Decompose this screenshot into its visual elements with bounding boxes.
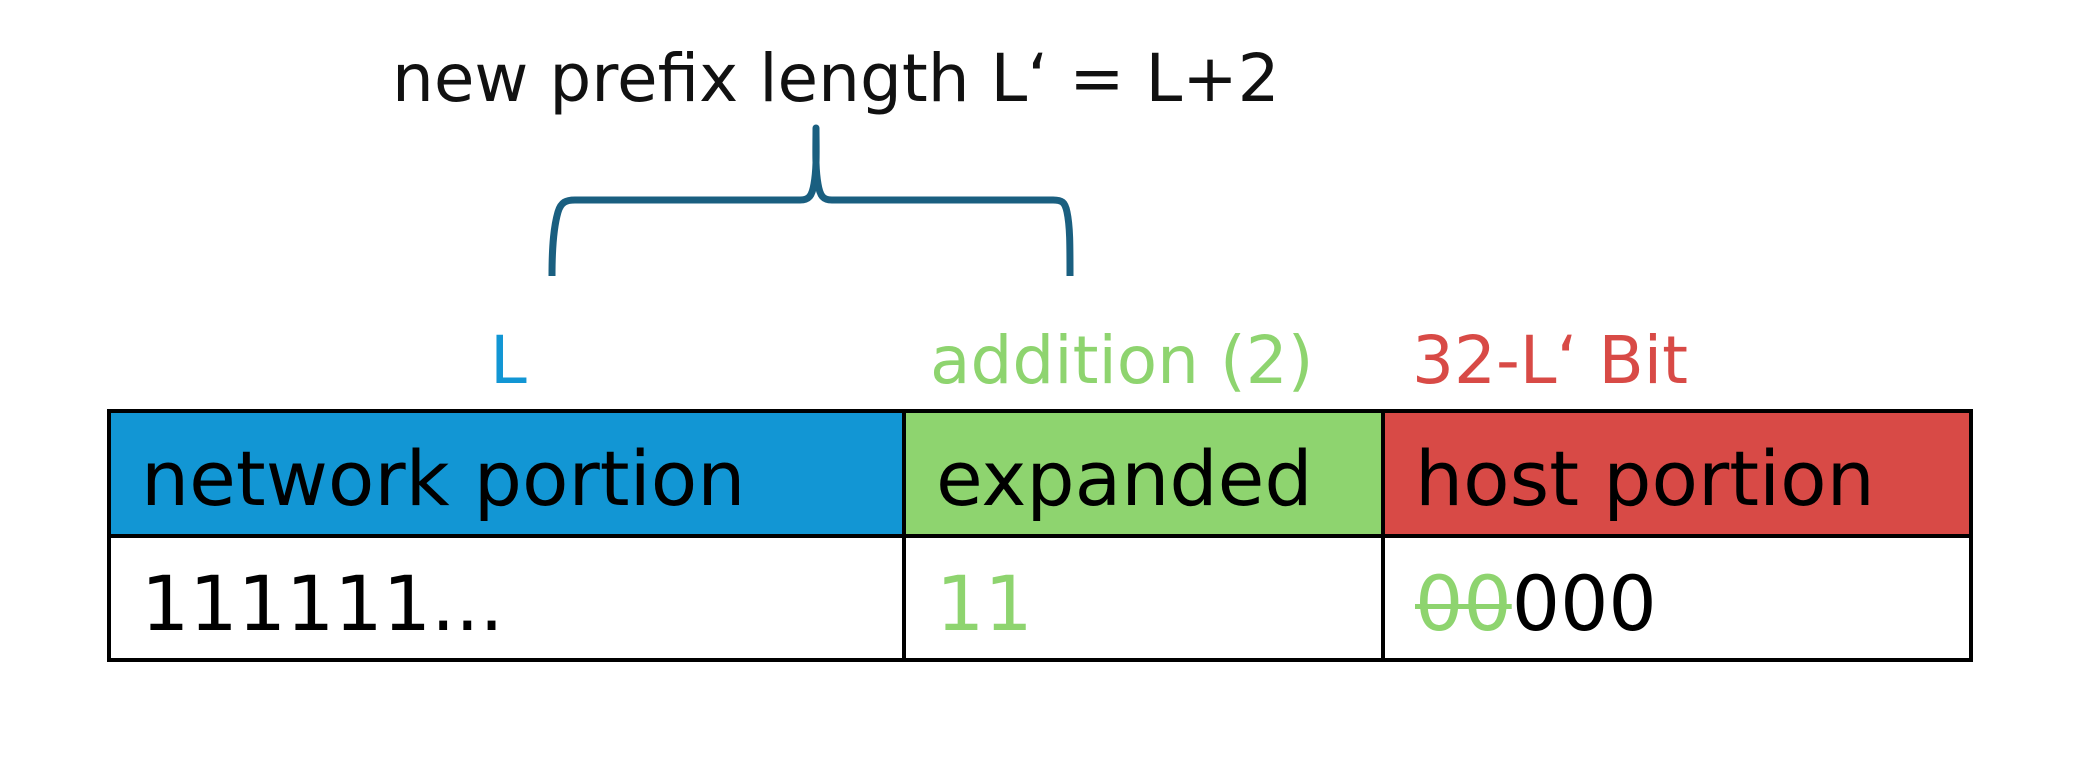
diagram-title: new prefix length L‘ = L+2 xyxy=(392,40,1280,117)
expanded-value: 11 xyxy=(936,559,1033,648)
addition-bits-label: addition (2) xyxy=(930,322,1314,399)
host-portion-header-text: host portion xyxy=(1415,434,1875,523)
host-remaining-bits: 000 xyxy=(1511,559,1657,648)
expanded-header-text: expanded xyxy=(936,434,1313,523)
expanded-value-cell: 11 xyxy=(902,534,1385,662)
expanded-header: expanded xyxy=(902,409,1385,538)
network-value-cell: 111111... xyxy=(107,534,906,662)
host-value-cell: 00000 xyxy=(1381,534,1973,662)
host-value: 00000 xyxy=(1415,566,1657,642)
network-portion-header: network portion xyxy=(107,409,906,538)
network-portion-header-text: network portion xyxy=(141,434,746,523)
host-struck-bits: 00 xyxy=(1415,559,1512,648)
network-value: 111111... xyxy=(141,559,504,648)
host-portion-header: host portion xyxy=(1381,409,1973,538)
host-bits-label: 32-L‘ Bit xyxy=(1412,322,1689,399)
network-bits-label: L xyxy=(490,322,527,399)
